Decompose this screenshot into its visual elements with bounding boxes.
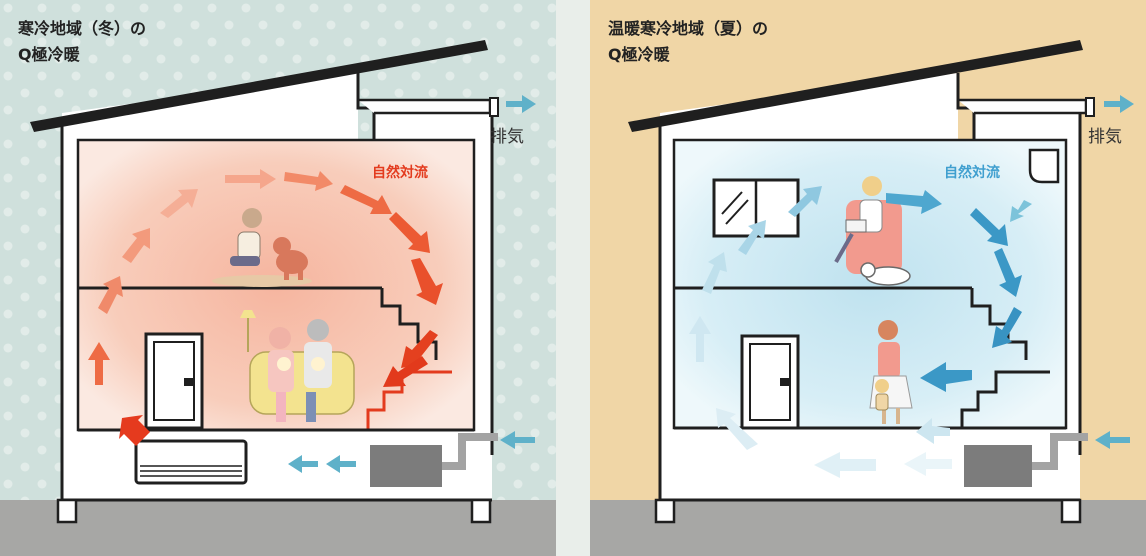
staircase bbox=[970, 288, 1028, 360]
winter-title-line1: 寒冷地域（冬）の bbox=[18, 19, 147, 38]
summer-title: 温暖寒冷地域（夏）の Q極冷暖 bbox=[608, 16, 768, 68]
intake-arrows bbox=[1010, 95, 1134, 449]
winter-title-line2: Q極冷暖 bbox=[18, 45, 80, 64]
cool-air-arrow-icon bbox=[689, 186, 1022, 478]
roof bbox=[628, 40, 1083, 132]
summer-title-line1: 温暖寒冷地域（夏）の bbox=[608, 19, 769, 38]
intake-arrows bbox=[288, 95, 536, 473]
winter-panel: 寒冷地域（冬）の Q極冷暖 排気 自然対流 bbox=[0, 0, 556, 556]
winter-title: 寒冷地域（冬）の Q極冷暖 bbox=[18, 16, 146, 68]
summer-house-illustration bbox=[590, 0, 1146, 556]
summer-panel: 温暖寒冷地域（夏）の Q極冷暖 排気 自然対流 bbox=[590, 0, 1146, 556]
ground bbox=[590, 500, 1146, 556]
dog-icon bbox=[860, 262, 911, 286]
roof bbox=[30, 40, 488, 132]
family-sofa-icon bbox=[240, 310, 355, 422]
winter-exhaust-label: 排気 bbox=[490, 127, 524, 147]
door-icon bbox=[740, 334, 800, 430]
staircase bbox=[380, 288, 438, 360]
warm-air-arrow-icon bbox=[88, 169, 443, 446]
ventilation-unit-icon bbox=[964, 433, 1088, 487]
dog-icon bbox=[273, 237, 308, 280]
air-conditioner-icon bbox=[1028, 148, 1060, 184]
reading-person-icon bbox=[834, 176, 902, 274]
summer-convection-label: 自然対流 bbox=[944, 165, 1000, 181]
summer-title-line2: Q極冷暖 bbox=[608, 45, 670, 64]
ground bbox=[0, 500, 556, 556]
ventilation-unit-icon bbox=[370, 433, 498, 487]
air-conditioner-icon bbox=[134, 439, 248, 485]
mother-child-icon bbox=[869, 320, 913, 424]
summer-exhaust-label: 排気 bbox=[1088, 127, 1122, 147]
door-icon bbox=[144, 332, 204, 430]
winter-convection-label: 自然対流 bbox=[372, 165, 428, 181]
winter-house-illustration bbox=[0, 0, 556, 556]
